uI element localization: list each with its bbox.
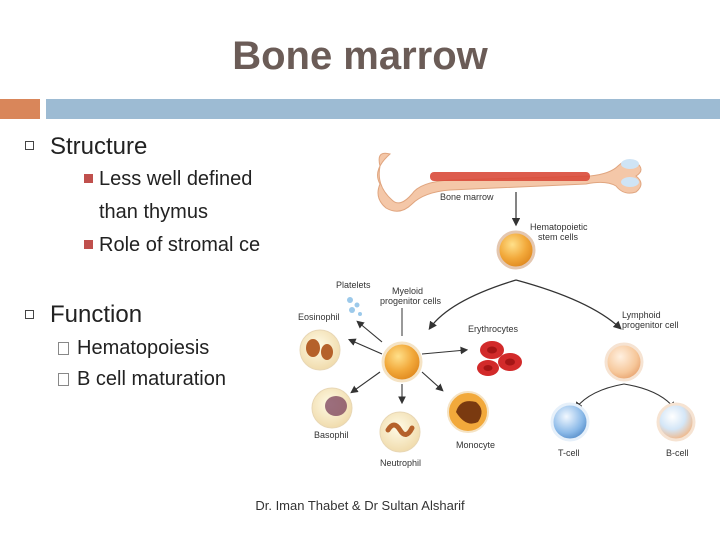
arrow-connector bbox=[422, 350, 466, 354]
myeloid-progenitor-cell bbox=[383, 343, 421, 381]
erythrocyte-cells bbox=[477, 341, 522, 376]
platelets-label: Platelets bbox=[336, 280, 371, 290]
function-item: Hematopoiesis bbox=[77, 337, 209, 360]
lymphoid-label: progenitor cell bbox=[622, 320, 679, 330]
arrow-connector bbox=[430, 280, 516, 328]
title-divider-bar bbox=[46, 99, 720, 119]
hsc-label: stem cells bbox=[538, 232, 579, 242]
arrow-connector bbox=[350, 340, 382, 354]
lymphoid-progenitor-cell bbox=[606, 344, 642, 380]
slide-footer: Dr. Iman Thabet & Dr Sultan Alsharif bbox=[0, 498, 720, 513]
structure-heading: Structure bbox=[50, 133, 147, 161]
structure-item: Less well defined bbox=[99, 168, 252, 191]
structure-item: than thymus bbox=[99, 201, 208, 224]
title-divider-accent bbox=[0, 99, 40, 119]
b-cell bbox=[658, 404, 694, 440]
lymphoid-label: Lymphoid bbox=[622, 310, 661, 320]
bone-illustration bbox=[378, 153, 641, 211]
bullet-square-icon bbox=[25, 141, 34, 150]
arrow-connector bbox=[624, 384, 674, 408]
basophil-label: Basophil bbox=[314, 430, 349, 440]
platelets-cluster bbox=[347, 297, 362, 316]
t-cell-label: T-cell bbox=[558, 448, 580, 458]
eosinophil-label: Eosinophil bbox=[298, 312, 340, 322]
bullet-square-icon bbox=[25, 310, 34, 319]
neutrophil-cell bbox=[380, 412, 420, 452]
t-cell bbox=[552, 404, 588, 440]
checkbox-glyph-icon bbox=[58, 342, 69, 355]
monocyte-cell bbox=[448, 392, 488, 432]
eosinophil-cell bbox=[300, 330, 340, 370]
slide-title: Bone marrow bbox=[0, 34, 720, 79]
function-item: B cell maturation bbox=[77, 368, 226, 391]
arrow-connector bbox=[358, 322, 382, 342]
function-heading: Function bbox=[50, 301, 142, 329]
arrow-connector bbox=[576, 384, 624, 408]
hsc-label: Hematopoietic bbox=[530, 222, 588, 232]
arrow-connector bbox=[516, 280, 620, 328]
basophil-cell bbox=[312, 388, 352, 428]
sub-bullet-icon bbox=[84, 240, 93, 249]
b-cell-label: B-cell bbox=[666, 448, 689, 458]
checkbox-glyph-icon bbox=[58, 373, 69, 386]
sub-bullet-icon bbox=[84, 174, 93, 183]
myeloid-label: Myeloid bbox=[392, 286, 423, 296]
structure-item: Role of stromal ce bbox=[99, 234, 260, 257]
erythrocytes-label: Erythrocytes bbox=[468, 324, 519, 334]
bone-marrow-label: Bone marrow bbox=[440, 192, 494, 202]
arrow-connector bbox=[422, 372, 442, 390]
neutrophil-label: Neutrophil bbox=[380, 458, 421, 468]
hematopoiesis-diagram: Bone marrow Hematopoietic stem cells Pla… bbox=[280, 140, 720, 480]
hematopoietic-stem-cell bbox=[498, 232, 534, 268]
arrow-connector bbox=[352, 372, 380, 392]
myeloid-label: progenitor cells bbox=[380, 296, 442, 306]
monocyte-label: Monocyte bbox=[456, 440, 495, 450]
